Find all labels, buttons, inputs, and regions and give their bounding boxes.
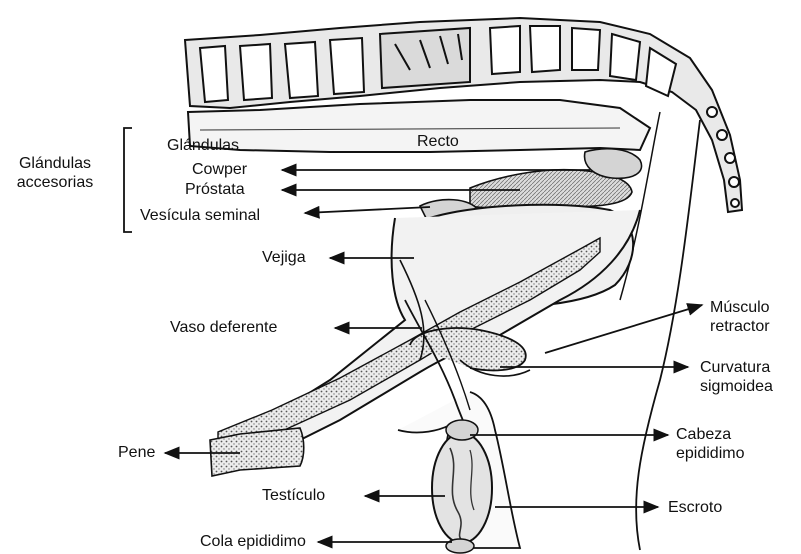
label-pene: Pene: [118, 443, 155, 462]
arrow-vesicula: [305, 207, 430, 213]
accessory-bracket: [124, 128, 132, 232]
arrow-musculo: [545, 305, 702, 353]
label-recto: Recto: [417, 132, 459, 151]
label-escroto: Escroto: [668, 498, 722, 517]
label-vejiga: Vejiga: [262, 248, 306, 267]
testis: [432, 433, 492, 543]
label-vesicula-seminal: Vesícula seminal: [140, 206, 260, 225]
label-glandulas-accesorias: Glándulas accesorias: [0, 154, 110, 192]
label-curvatura-sigmoidea: Curvatura sigmoidea: [700, 358, 773, 396]
epididymis-head: [446, 420, 478, 440]
label-musculo-retractor: Músculo retractor: [710, 298, 770, 336]
label-glandulas: Glándulas: [167, 136, 239, 155]
label-cola-epididimo: Cola epididimo: [200, 532, 306, 551]
label-vaso-deferente: Vaso deferente: [170, 318, 277, 337]
label-prostata: Próstata: [185, 180, 245, 199]
label-testiculo: Testículo: [262, 486, 325, 505]
label-cabeza-epididimo: Cabeza epididimo: [676, 425, 744, 463]
label-cowper: Cowper: [192, 160, 247, 179]
